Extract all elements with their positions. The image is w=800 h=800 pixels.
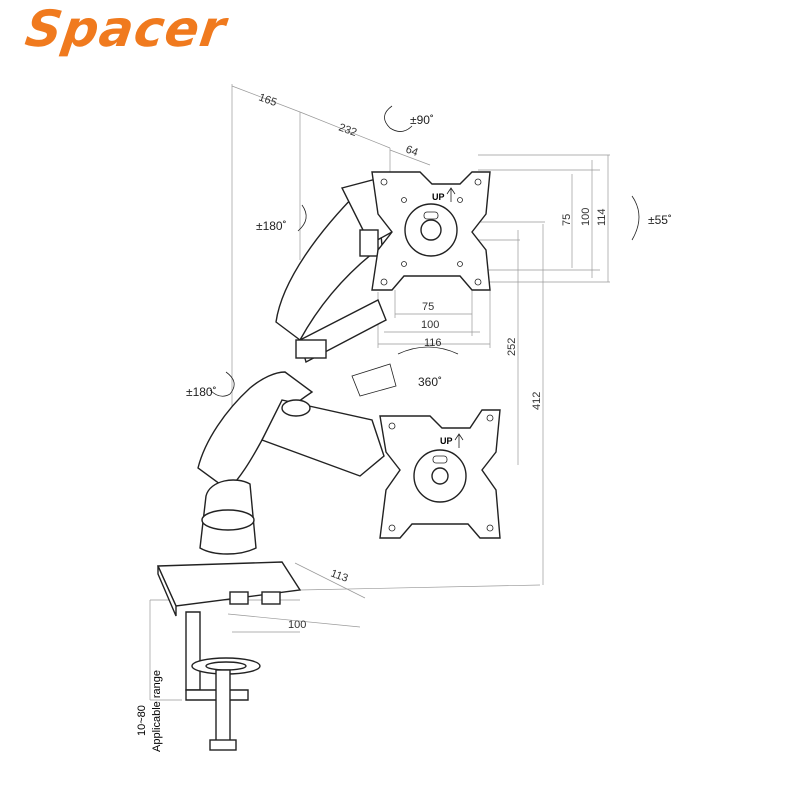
dim-100-clamp: 100	[288, 619, 306, 631]
rotation-tilt-top: ±90˚	[410, 113, 434, 127]
dim-252: 252	[506, 338, 518, 356]
monitor-arm-body	[197, 177, 393, 555]
dim-165: 165	[257, 92, 278, 110]
clamp-range-label: Applicable range	[151, 670, 163, 752]
vesa-plate-lower	[351, 363, 501, 539]
vesa-plate-upper	[371, 171, 491, 291]
rotation-swivel-upper: ±180˚	[256, 219, 287, 233]
dim-64: 64	[404, 144, 420, 159]
dim-412: 412	[531, 392, 543, 410]
rotation-360: 360˚	[418, 375, 442, 389]
dim-100-horizontal: 100	[421, 319, 439, 331]
up-label-upper: UP	[432, 192, 445, 202]
rotation-arrows	[209, 105, 640, 397]
dimension-labels: 165 232 64 75 100 114 75 100 116 252 412…	[257, 92, 608, 631]
dim-113: 113	[329, 568, 350, 585]
desk-clamp	[156, 561, 302, 751]
dim-114: 114	[596, 208, 608, 226]
clamp-range-value: 10~80	[136, 705, 148, 736]
rotation-labels: ±90˚ ±55˚ ±180˚ ±180˚ 360˚	[186, 113, 672, 399]
dim-100-vertical: 100	[580, 208, 592, 226]
dim-116: 116	[424, 337, 442, 349]
dim-75-horizontal: 75	[422, 301, 434, 313]
dim-75-vertical: 75	[561, 214, 573, 226]
dim-232: 232	[337, 122, 358, 140]
rotation-tilt-side: ±55˚	[648, 213, 672, 227]
rotation-swivel-lower: ±180˚	[186, 385, 217, 399]
up-label-lower: UP	[440, 436, 453, 446]
